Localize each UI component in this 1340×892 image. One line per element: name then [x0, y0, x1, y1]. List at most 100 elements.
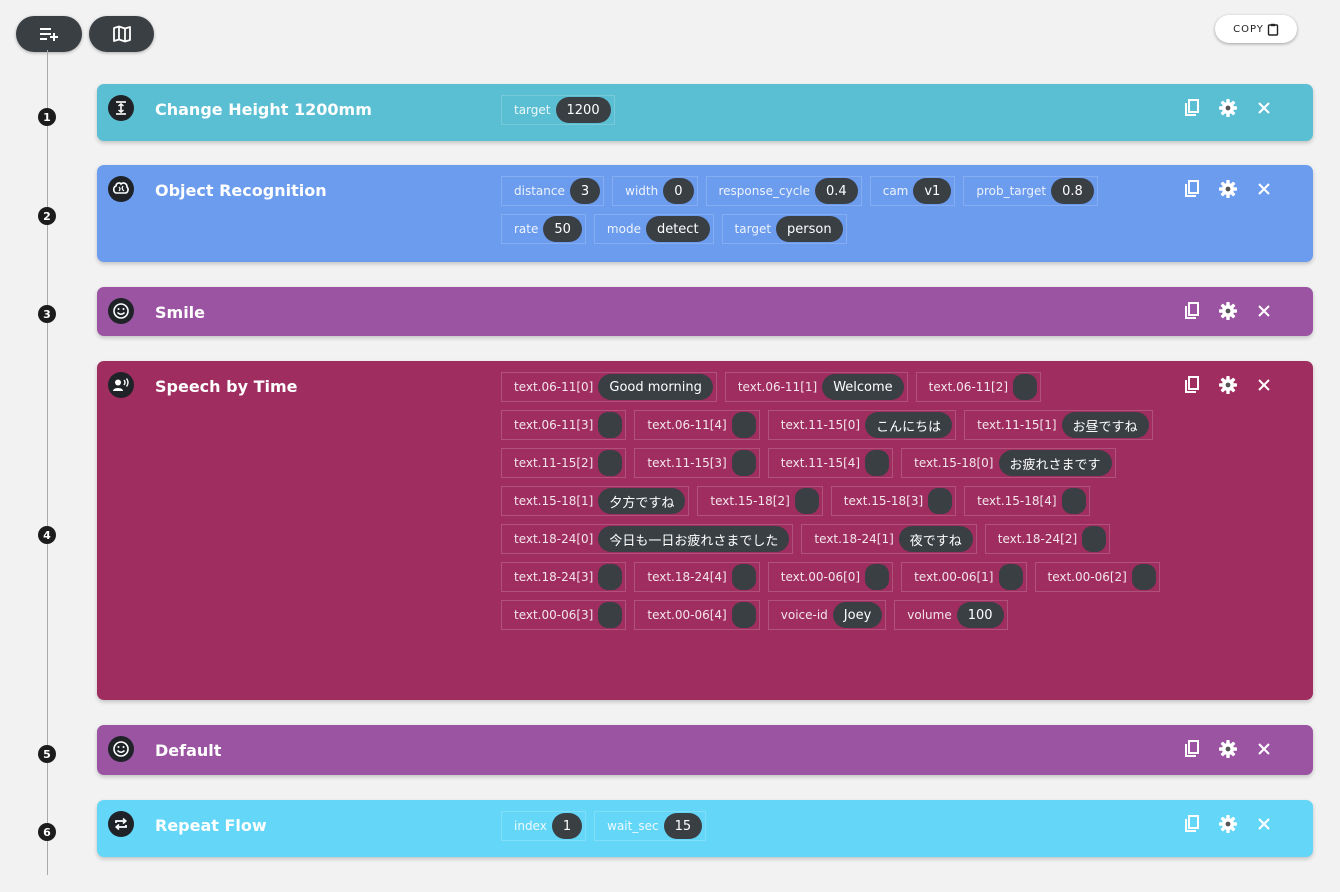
param-chip[interactable]: text.15-18[1]夕方ですね [501, 486, 690, 516]
param-value[interactable] [865, 564, 890, 590]
param-value[interactable]: 今日も一日お疲れさまでした [598, 526, 790, 552]
param-chip[interactable]: text.06-11[3] [501, 410, 627, 440]
param-value[interactable]: こんにちは [865, 412, 953, 438]
param-value[interactable]: 3 [569, 178, 601, 204]
flow-block-smile[interactable]: Smile [97, 287, 1313, 336]
close-icon[interactable] [1253, 374, 1275, 396]
param-chip[interactable]: text.15-18[0]お疲れさまです [901, 448, 1116, 478]
param-chip[interactable]: text.15-18[3] [830, 486, 957, 516]
param-value[interactable]: お昼ですね [1061, 412, 1149, 438]
param-value[interactable] [598, 412, 623, 438]
param-chip[interactable]: text.06-11[2] [915, 372, 1042, 402]
param-chip[interactable]: text.06-11[0]Good morning [501, 372, 717, 402]
param-chip[interactable]: text.11-15[0]こんにちは [767, 410, 957, 440]
close-icon[interactable] [1253, 813, 1275, 835]
duplicate-icon[interactable] [1181, 813, 1203, 835]
param-chip[interactable]: text.00-06[1] [901, 562, 1027, 592]
gear-icon[interactable] [1217, 813, 1239, 835]
param-value[interactable] [731, 602, 756, 628]
param-value[interactable] [598, 602, 623, 628]
param-value[interactable]: v1 [913, 178, 952, 204]
param-value[interactable]: お疲れさまです [998, 450, 1112, 476]
param-value[interactable] [1131, 564, 1156, 590]
gear-icon[interactable] [1217, 97, 1239, 119]
param-chip[interactable]: text.18-24[2] [984, 524, 1111, 554]
param-value[interactable]: 夕方ですね [598, 488, 686, 514]
param-chip[interactable]: text.00-06[0] [767, 562, 894, 592]
param-value[interactable]: Joey [832, 602, 883, 628]
map-button[interactable] [89, 16, 154, 52]
duplicate-icon[interactable] [1181, 374, 1203, 396]
param-chip[interactable]: text.15-18[2] [697, 486, 823, 516]
param-value[interactable]: 0.8 [1051, 178, 1094, 204]
flow-block-smile[interactable]: Default [97, 725, 1313, 775]
param-chip[interactable]: text.00-06[3] [501, 600, 627, 630]
gear-icon[interactable] [1217, 374, 1239, 396]
gear-icon[interactable] [1217, 300, 1239, 322]
param-value[interactable]: 50 [543, 216, 582, 242]
close-icon[interactable] [1253, 97, 1275, 119]
param-value[interactable]: detect [645, 216, 710, 242]
param-value[interactable]: 1200 [555, 97, 611, 123]
param-value[interactable] [794, 488, 819, 514]
param-value[interactable] [598, 450, 623, 476]
param-chip[interactable]: text.00-06[2] [1034, 562, 1160, 592]
param-value[interactable]: person [776, 216, 843, 242]
param-value[interactable]: 100 [956, 602, 1004, 628]
close-icon[interactable] [1253, 300, 1275, 322]
param-value[interactable] [998, 564, 1023, 590]
param-value[interactable]: 0.4 [815, 178, 858, 204]
param-value[interactable]: 1 [551, 813, 583, 839]
param-value[interactable] [928, 488, 953, 514]
param-chip[interactable]: text.11-15[1]お昼ですね [964, 410, 1153, 440]
param-chip[interactable]: text.06-11[1]Welcome [724, 372, 908, 402]
param-chip[interactable]: text.18-24[3] [501, 562, 627, 592]
param-chip[interactable]: text.06-11[4] [634, 410, 760, 440]
param-value[interactable] [865, 450, 890, 476]
param-chip[interactable]: text.00-06[4] [634, 600, 760, 630]
param-value[interactable] [731, 450, 756, 476]
param-value[interactable] [1013, 374, 1038, 400]
gear-icon[interactable] [1217, 738, 1239, 760]
param-value[interactable] [731, 412, 756, 438]
param-value[interactable]: 15 [663, 813, 703, 839]
duplicate-icon[interactable] [1181, 738, 1203, 760]
param-chip[interactable]: text.11-15[3] [634, 448, 760, 478]
param-value[interactable]: Good morning [598, 374, 713, 400]
gear-icon[interactable] [1217, 178, 1239, 200]
param-value[interactable] [731, 564, 756, 590]
param-chip[interactable]: text.18-24[1]夜ですね [801, 524, 977, 554]
param-value[interactable]: 夜ですね [898, 526, 973, 552]
duplicate-icon[interactable] [1181, 300, 1203, 322]
param-value[interactable]: Welcome [822, 374, 904, 400]
param-chip[interactable]: text.18-24[4] [634, 562, 760, 592]
param-value[interactable]: 0 [663, 178, 694, 204]
copy-button[interactable]: COPY [1215, 15, 1297, 43]
close-icon[interactable] [1253, 178, 1275, 200]
param-chip[interactable]: text.11-15[2] [501, 448, 627, 478]
param-value[interactable] [1082, 526, 1107, 552]
add-block-button[interactable] [16, 16, 82, 52]
param-chip[interactable]: text.15-18[4] [964, 486, 1090, 516]
param-chip[interactable]: text.18-24[0]今日も一日お疲れさまでした [501, 524, 794, 554]
param-chip[interactable]: text.11-15[4] [767, 448, 894, 478]
duplicate-icon[interactable] [1181, 178, 1203, 200]
param-value[interactable] [1061, 488, 1086, 514]
close-icon[interactable] [1253, 738, 1275, 760]
